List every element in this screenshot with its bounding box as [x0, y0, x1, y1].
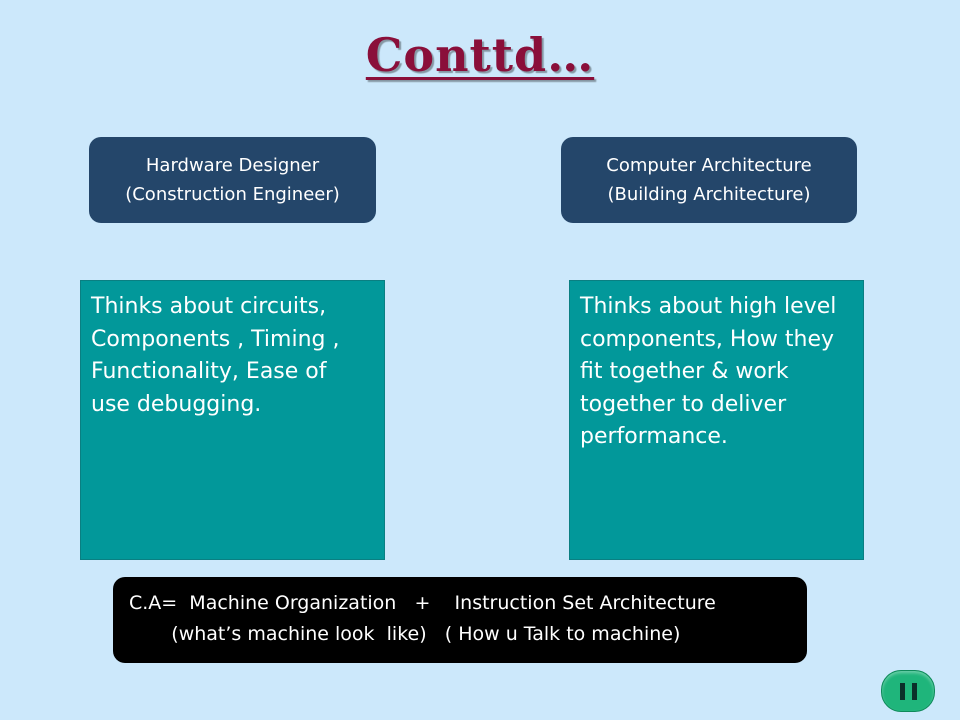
pause-button[interactable]: [881, 670, 935, 712]
building-architecture-label: (Building Architecture): [607, 184, 811, 205]
computer-architecture-box: Computer Architecture (Building Architec…: [561, 137, 857, 223]
pause-icon-bar: [911, 682, 917, 700]
hardware-designer-description: Thinks about circuits, Components , Timi…: [80, 280, 385, 560]
formula-explanation: (what’s machine look like) ( How u Talk …: [129, 623, 681, 645]
computer-architecture-description: Thinks about high level components, How …: [569, 280, 864, 560]
formula-box: C.A= Machine Organization + Instruction …: [113, 577, 807, 663]
construction-engineer-label: (Construction Engineer): [125, 184, 340, 205]
hardware-designer-label: Hardware Designer: [145, 155, 320, 176]
pause-icon: [899, 682, 905, 700]
slide-title: Conttd…: [365, 28, 595, 82]
computer-architecture-label: Computer Architecture: [606, 155, 812, 176]
hardware-designer-box: Hardware Designer (Construction Engineer…: [89, 137, 376, 223]
formula-equation: C.A= Machine Organization + Instruction …: [129, 592, 716, 614]
